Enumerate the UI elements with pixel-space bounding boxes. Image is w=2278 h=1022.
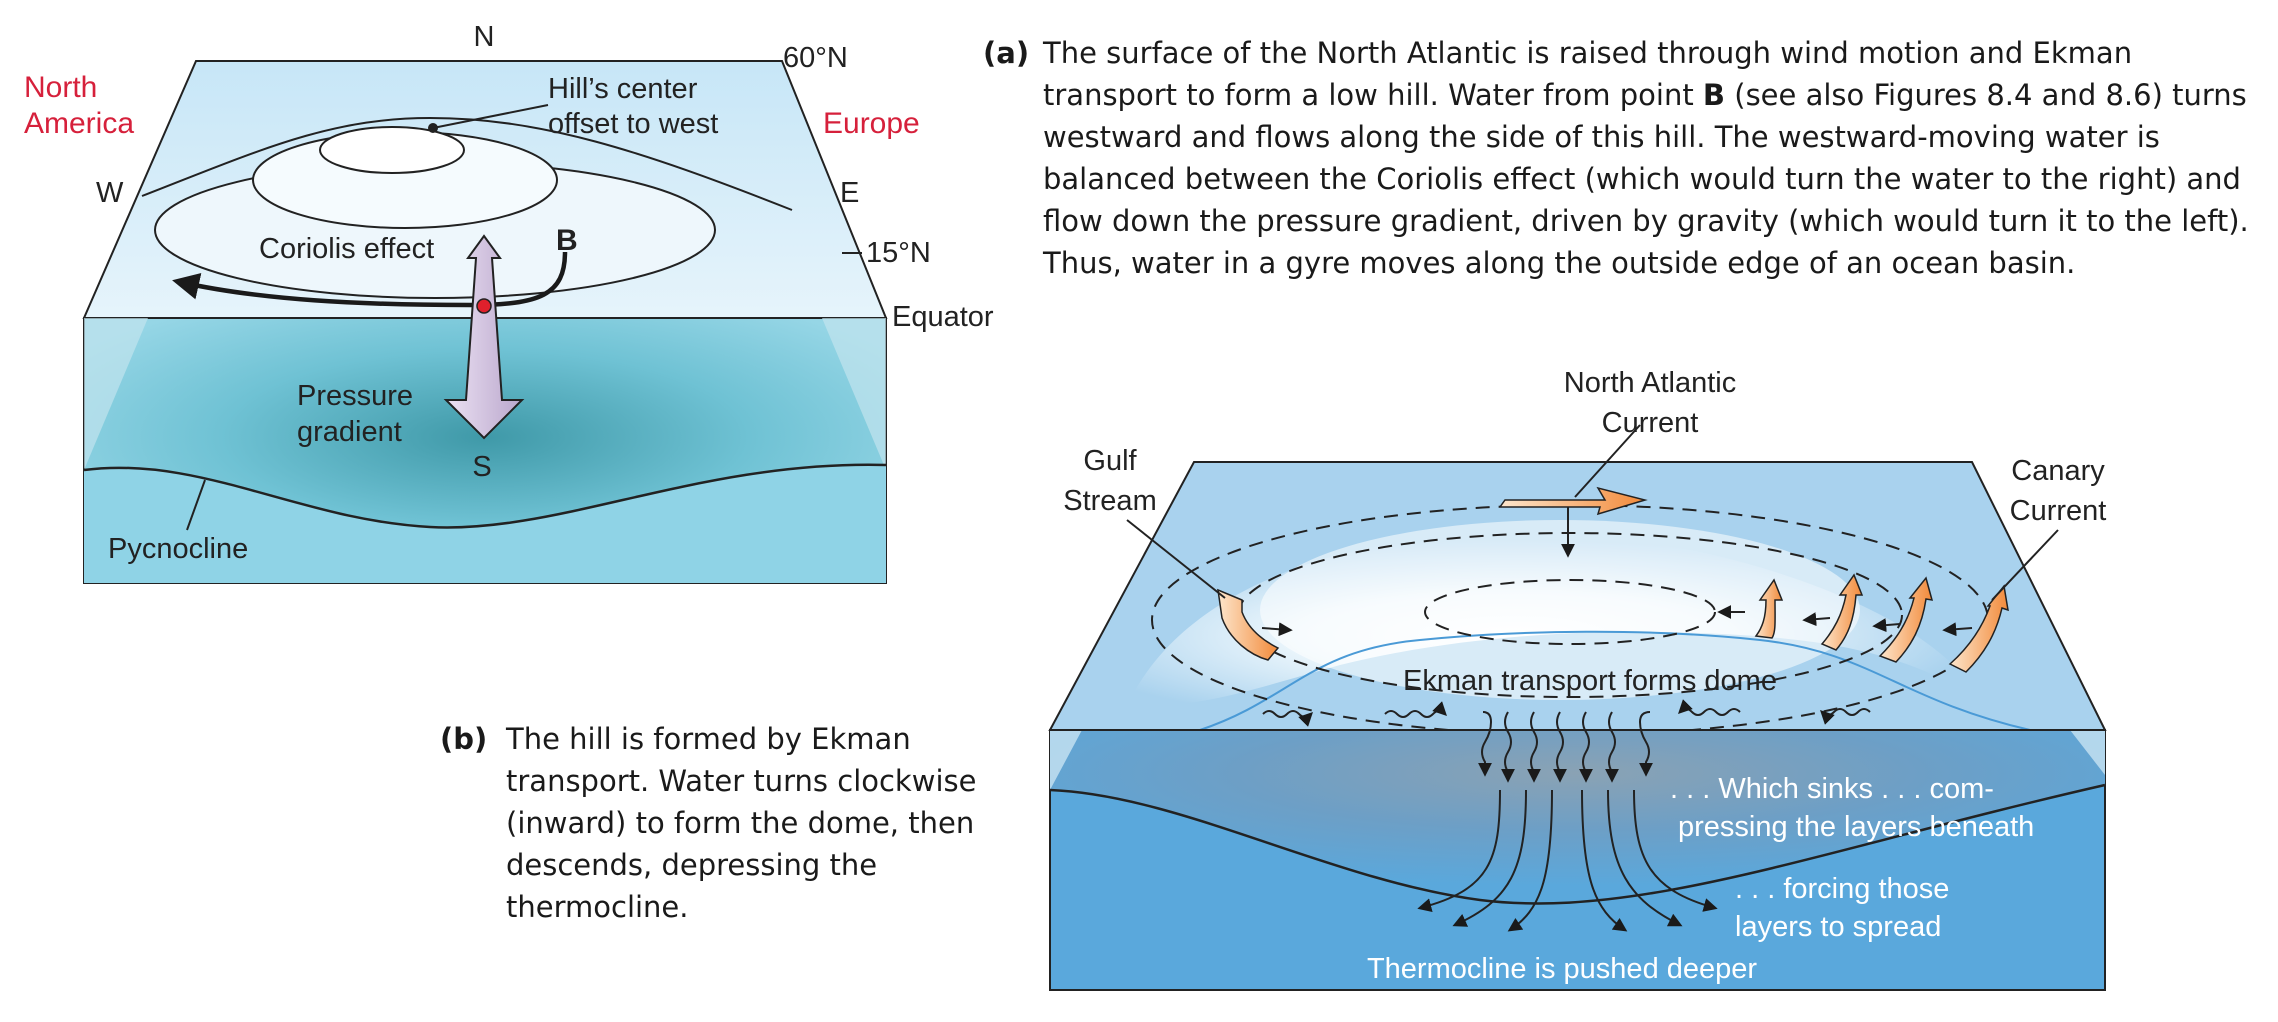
label-hill-center-1: Hill’s center <box>548 73 698 105</box>
pressure-gradient-arrow <box>443 234 525 440</box>
label-forcing-1: . . . forcing those <box>1735 873 1949 905</box>
label-south: S <box>472 451 491 483</box>
label-point-b: B <box>556 224 578 257</box>
label-equator: Equator <box>892 301 994 333</box>
label-north-america-2: America <box>24 107 134 140</box>
inflow-arrow-right-1 <box>1820 708 1871 725</box>
spreading-arrow <box>1507 789 1553 932</box>
thermocline-line <box>1049 783 2106 905</box>
spreading-arrow <box>1452 789 1527 927</box>
panel-a-side-left-shade <box>84 318 148 470</box>
label-pressure-1: Pressure <box>297 380 413 412</box>
caption-a-part1: The surface of the North Atlantic is rai… <box>1043 36 2133 112</box>
label-forcing-2: layers to spread <box>1735 911 1941 943</box>
label-lat-15: 15°N <box>866 237 931 269</box>
label-canary-1: Canary <box>2011 455 2105 487</box>
gyre-dashed-3 <box>1424 579 1716 645</box>
label-sinks-1: . . . Which sinks . . . com- <box>1670 773 1994 805</box>
caption-b-tag: (b) <box>440 722 488 756</box>
sinking-arrow <box>1605 711 1619 783</box>
dome-edge <box>1199 630 2031 731</box>
label-thermocline: Thermocline is pushed deeper <box>1367 953 1757 985</box>
north-atlantic-current-arrow <box>1498 486 1648 516</box>
westward-flow-arrow <box>172 251 568 308</box>
hill-contour-4 <box>319 126 465 174</box>
inward-arrow-2 <box>1802 612 1831 627</box>
sinking-arrows <box>1478 711 1653 783</box>
spreading-arrow <box>1607 789 1683 927</box>
sinking-arrow <box>1527 711 1541 783</box>
label-gulf-1: Gulf <box>1083 445 1137 477</box>
label-hill-center-2: offset to west <box>548 108 718 140</box>
sinking-arrow <box>1638 711 1653 777</box>
label-pycnocline: Pycnocline <box>108 533 248 565</box>
inflow-arrow-left-2 <box>1384 701 1447 718</box>
spreading-arrow <box>1581 789 1628 932</box>
inflow-arrow-right-2 <box>1678 699 1741 716</box>
hill-outer-contour <box>141 116 793 211</box>
panel-b-side-left-shade <box>1050 730 1082 790</box>
pycnocline-layer <box>84 464 886 583</box>
inflow-arrow-left-1 <box>1262 710 1313 727</box>
sinking-arrow <box>1478 711 1493 777</box>
label-sinks-2: pressing the layers beneath <box>1678 811 2034 843</box>
label-pressure-2: gradient <box>297 416 402 448</box>
label-nac-1: North Atlantic <box>1564 367 1736 399</box>
label-lat-60: 60°N <box>783 42 848 74</box>
spreading-arrow <box>1633 789 1718 912</box>
dome-glow <box>1260 520 1860 700</box>
canary-arrow-4 <box>1948 584 2009 673</box>
sinking-arrow <box>1579 711 1593 783</box>
spreading-arrows <box>1417 789 1718 932</box>
label-nac-2: Current <box>1602 407 1699 439</box>
label-north-america-1: North <box>24 71 97 104</box>
sinking-arrow <box>1553 711 1567 783</box>
label-west: W <box>96 177 124 209</box>
hill-center-dot <box>428 123 438 133</box>
canary-arrow-3 <box>1878 576 1934 663</box>
nac-leader <box>1574 424 1641 498</box>
pycnocline-line <box>83 463 887 529</box>
hill-center-leader <box>432 104 549 129</box>
caption-a-tag: (a) <box>983 36 1030 70</box>
point-b-dot <box>476 298 492 314</box>
gulf-inflow-arrow <box>1261 622 1293 637</box>
canary-arrow-2 <box>1820 573 1864 651</box>
panel-b-side-right-shade <box>2070 730 2105 775</box>
caption-a-part2: (see also Figures 8.4 and 8.6) turns wes… <box>1043 78 2249 280</box>
inward-arrow-4 <box>1942 622 1973 637</box>
caption-b-text: The hill is formed by Ekman transport. W… <box>506 722 977 924</box>
label-east: E <box>840 177 859 209</box>
sinking-arrow <box>1501 711 1515 783</box>
spreading-arrow <box>1417 789 1501 912</box>
caption-a-text: The surface of the North Atlantic is rai… <box>1043 32 2253 284</box>
panel-a-side-right-shade <box>822 318 886 470</box>
pycnocline-leader <box>186 479 206 531</box>
gulf-leader <box>1126 519 1226 599</box>
label-europe: Europe <box>823 107 920 140</box>
caption-a-bold: B <box>1702 78 1726 112</box>
label-coriolis: Coriolis effect <box>259 233 434 265</box>
label-north: N <box>474 21 495 53</box>
label-canary-2: Current <box>2010 495 2107 527</box>
label-gulf-2: Stream <box>1063 485 1156 517</box>
label-ekman-dome: Ekman transport forms dome <box>1403 665 1777 697</box>
gyre-dashed-2 <box>1237 532 1903 698</box>
gulf-stream-arrow <box>1217 588 1280 661</box>
canary-arrow-1 <box>1754 578 1784 639</box>
panel-a-block: N 60°N North America Europe Hill’s cente… <box>24 21 994 584</box>
panel-b-block: North Atlantic Current Gulf Stream Canar… <box>1048 367 2107 991</box>
canary-leader <box>1991 529 2059 601</box>
inward-arrow-3 <box>1872 618 1901 633</box>
panel-b-depressed-layer <box>1050 730 2105 904</box>
